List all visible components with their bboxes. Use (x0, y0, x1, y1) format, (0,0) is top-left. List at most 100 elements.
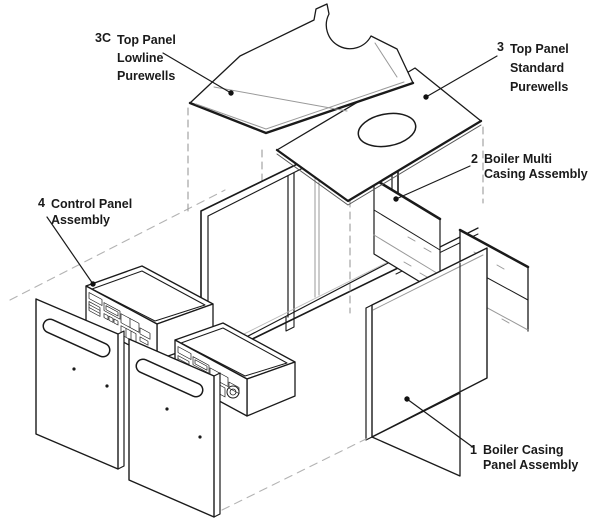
sticker-strip (139, 336, 149, 346)
part-label-line: Standard (509, 61, 565, 75)
part-label-line: Top Panel (116, 33, 176, 47)
part-number: 3 (497, 40, 504, 54)
front-panel-lower-wedge (371, 392, 461, 477)
lowline-panel-right-fold (374, 42, 398, 78)
leader-1 (406, 398, 475, 449)
panel2-screw-hole (198, 435, 202, 439)
panel1-screw-hole (105, 384, 109, 388)
part-label-line: Casing Assembly (483, 167, 588, 181)
leader-dot-3 (423, 94, 429, 100)
leader-4 (46, 216, 94, 285)
dash-mark (423, 247, 432, 253)
sticker-barcode-line (177, 358, 190, 365)
part-label-text: Boiler Casing Panel Assembly (483, 443, 578, 473)
front-panel-face (371, 247, 488, 438)
part-label-line: Panel Assembly (482, 458, 579, 472)
part-label-2-boiler-multi-casing: 2 Boiler Multi Casing Assembly (471, 152, 588, 182)
leader-3c (162, 52, 232, 94)
part-label-3c-top-panel-lowline: 3C Top Panel Lowline Purewells (95, 31, 176, 85)
box1-inner-rim (91, 270, 206, 322)
dash-mark (407, 236, 416, 242)
panel2-thickness (213, 372, 221, 518)
box2-inner-rim (180, 327, 288, 377)
sticker-button (113, 318, 119, 326)
leader-lines (46, 52, 498, 449)
sticker-logo (88, 292, 103, 306)
part-label-3-top-panel-standard: 3 Top Panel Standard Purewells (497, 40, 569, 97)
align-dash-left-diagonal (9, 189, 226, 301)
box1-control-sticker (88, 292, 151, 346)
top-panel-lowline (188, 3, 415, 135)
sticker-display-window (194, 359, 208, 371)
part-label-line: Top Panel (509, 42, 569, 56)
casing-side-angle-near (372, 177, 442, 295)
standard-panel-thickness-edge (276, 124, 482, 206)
angle-a-lower-fold (373, 234, 441, 276)
sticker-button (103, 313, 109, 321)
part-label-text: Top Panel Lowline Purewells (117, 31, 176, 85)
panel2-handle-slot (137, 360, 202, 396)
standard-panel-front-edges (275, 119, 483, 203)
angle-a-top-edge (372, 177, 442, 221)
dash-mark (403, 261, 412, 267)
part-label-text: Top Panel Standard Purewells (510, 40, 569, 97)
sticker-display (103, 302, 121, 320)
leader-dot-2 (393, 196, 399, 202)
part-number: 3C (95, 31, 111, 45)
angle-a-fold (373, 209, 441, 251)
dash-mark (419, 272, 428, 278)
part-label-line: Assembly (50, 213, 111, 227)
box2-dial (226, 385, 240, 399)
dash-mark (496, 264, 505, 270)
part-label-text: Control Panel Assembly (51, 196, 132, 228)
angle-b-top-edge (458, 228, 530, 269)
part-label-line: Control Panel (50, 197, 133, 211)
boiler-casing-front-panel (365, 247, 488, 477)
dash-mark (501, 318, 510, 324)
panel2-screw-hole (165, 407, 169, 411)
sticker-barcode-line (88, 304, 101, 311)
sticker-button (108, 315, 114, 323)
align-dash-bottom-diagonal (221, 436, 371, 511)
sticker-logo (177, 346, 192, 360)
leader-dot-3c (228, 90, 234, 96)
part-number: 1 (470, 443, 477, 457)
part-label-line: Purewells (509, 80, 569, 94)
panel1-handle-slot (44, 320, 109, 356)
part-label-line: Boiler Casing (482, 443, 564, 457)
lowline-panel-thickness-edge (195, 81, 405, 130)
sticker-barcode-line (88, 307, 101, 314)
control-panel-box-1 (85, 265, 214, 361)
top-panel-standard (275, 67, 483, 206)
part-number: 4 (38, 196, 45, 210)
part-number: 2 (471, 152, 478, 166)
leader-dots (90, 90, 429, 402)
angle-a-dash-marks (403, 236, 432, 278)
box2-dial-knob (229, 388, 237, 396)
panel1-thickness (117, 330, 125, 470)
leader-3 (425, 55, 498, 98)
sticker-tag (139, 327, 151, 340)
sticker-display (192, 356, 210, 374)
panel1-screw-hole (72, 367, 76, 371)
front-panel-thickness (365, 304, 373, 441)
sticker-display-window (105, 305, 119, 317)
front-panel-top-highlight (372, 254, 484, 311)
part-label-1-boiler-casing-panel: 1 Boiler Casing Panel Assembly (470, 443, 578, 473)
leader-dot-1 (404, 396, 410, 402)
part-label-line: Purewells (116, 69, 176, 83)
lowline-panel-front-edges (188, 81, 415, 135)
frame-foot-middle (285, 313, 295, 332)
part-label-4-control-panel: 4 Control Panel Assembly (38, 196, 132, 228)
part-label-text: Boiler Multi Casing Assembly (484, 152, 588, 182)
casing-side-panel-2 (128, 338, 221, 518)
flue-hole (357, 112, 417, 148)
casing-side-panel-1 (35, 298, 125, 470)
leader-dot-4 (90, 281, 96, 287)
leader-2 (395, 165, 471, 200)
control-panel-box-2 (174, 322, 296, 417)
part-label-line: Lowline (116, 51, 164, 65)
lowline-panel-ridge (213, 86, 348, 112)
